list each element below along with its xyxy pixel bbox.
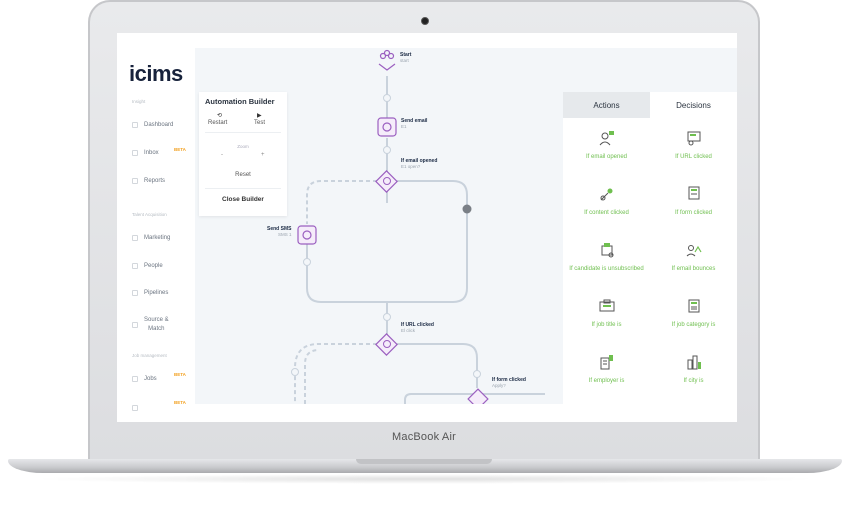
sidebar-item-inbox[interactable]: Inbox [132,150,159,156]
device-label: MacBook Air [392,431,456,443]
divider [205,188,281,189]
url-clicked-icon [687,131,701,146]
decision-if-job-category[interactable]: If job category is [650,290,737,346]
decision-if-email-opened[interactable]: If email opened [563,122,650,178]
flow-connectors [291,49,545,404]
restart-button[interactable]: Restart [208,120,228,126]
beta-badge: BETA [174,400,186,405]
laptop-notch [356,459,492,464]
tab-actions[interactable]: Actions [563,92,650,118]
employer-icon [600,355,613,370]
sidebar-item-jobs[interactable]: Jobs [132,376,157,382]
decision-if-email-bounces[interactable]: If email bounces [650,234,737,290]
decision-if-employer[interactable]: If employer is [563,346,650,402]
email-opened-icon [599,131,614,146]
decision-if-form-clicked[interactable]: If form clicked [650,178,737,234]
beta-badge: BETA [174,147,186,152]
builder-title: Automation Builder [205,97,275,106]
people-icon [132,263,138,269]
play-icon[interactable]: ▶ [257,113,262,119]
zoom-out-button[interactable]: - [221,152,223,158]
test-button[interactable]: Test [254,120,266,126]
zoom-in-button[interactable]: + [261,152,265,158]
sidebar-section-jobs: Job management [132,353,167,358]
jobs-icon [132,376,138,382]
unsubscribed-icon [601,243,614,258]
laptop-shadow [30,474,820,484]
automation-builder-panel: Automation Builder ⟲ Restart ▶ Test Zoom… [199,92,287,216]
job-category-icon [688,299,700,313]
sidebar-item-people[interactable]: People [132,263,163,269]
pipelines-icon [132,290,138,296]
decision-if-city[interactable]: If city is [650,346,737,402]
sidebar-item-marketing[interactable]: Marketing [132,235,170,241]
reset-button[interactable]: Reset [235,172,251,178]
email-bounces-icon [686,245,702,257]
zoom-label: Zoom [237,144,249,149]
screen: icims Insight Dashboard Inbox BETA Repor… [117,33,737,422]
sidebar-item-source-match[interactable]: Source &Match [132,316,169,334]
sidebar-item-more[interactable] [132,405,144,411]
sidebar: icims Insight Dashboard Inbox BETA Repor… [117,33,195,422]
beta-badge: BETA [174,372,186,377]
source-match-icon [132,322,138,328]
decision-if-content-clicked[interactable]: If content clicked [563,178,650,234]
job-title-icon [599,299,615,312]
tab-decisions[interactable]: Decisions [650,92,737,118]
content-clicked-icon [600,188,613,201]
reports-icon [132,178,138,184]
form-clicked-icon [688,186,700,200]
more-icon [132,405,138,411]
sidebar-section-talent: Talent Acquisition [132,212,167,217]
close-builder-button[interactable]: Close Builder [222,196,264,203]
app-logo[interactable]: icims [129,61,183,86]
sidebar-item-reports[interactable]: Reports [132,178,165,184]
restart-icon[interactable]: ⟲ [217,113,223,119]
sidebar-item-dashboard[interactable]: Dashboard [132,122,173,128]
actions-decisions-panel: Actions Decisions If email opened If URL… [563,92,737,404]
city-icon [687,355,701,370]
inbox-icon [132,150,138,156]
marketing-icon [132,235,138,241]
camera-icon [421,17,429,25]
laptop-base [8,459,842,473]
divider [205,132,281,133]
sidebar-item-pipelines[interactable]: Pipelines [132,290,168,296]
dashboard-icon [132,122,138,128]
sidebar-section-insight: Insight [132,99,146,104]
decision-if-url-clicked[interactable]: If URL clicked [650,122,737,178]
decision-if-job-title[interactable]: If job title is [563,290,650,346]
decision-if-candidate-unsubscribed[interactable]: If candidate is unsubscribed [563,234,650,290]
